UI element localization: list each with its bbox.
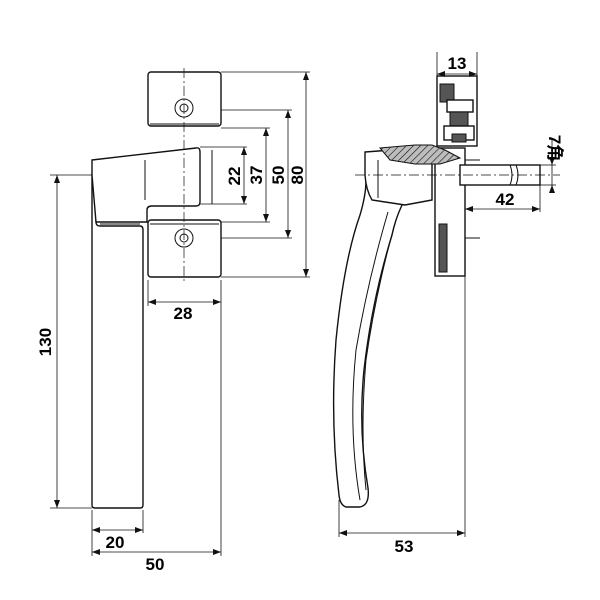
dim-handle-width: 20: [106, 533, 125, 552]
front-handle-lever: [91, 173, 144, 509]
dim-handle-length: 130: [36, 328, 55, 356]
dim-50-vertical: 50: [269, 166, 288, 185]
dim-width-total: 50: [146, 555, 165, 574]
lower-screw-hole: [174, 228, 194, 248]
side-section-hatch: [379, 144, 462, 165]
side-base-slot: [438, 223, 448, 273]
dim-22: 22: [225, 167, 244, 186]
dim-37: 37: [247, 166, 266, 185]
dim-depth: 53: [395, 537, 414, 556]
front-lower-base: [147, 219, 222, 278]
dim-base-width: 28: [174, 304, 193, 323]
side-handle-lever: [332, 174, 403, 508]
dim-square: 7角: [545, 135, 565, 161]
dim-80: 80: [288, 166, 307, 185]
front-handle-head: [91, 147, 201, 223]
front-view: 50 20 28 130 22 37: [36, 68, 310, 574]
dim-flange: 13: [448, 54, 467, 73]
side-view: 13 42 7角 53: [332, 52, 565, 556]
dim-spindle: 42: [496, 190, 515, 209]
